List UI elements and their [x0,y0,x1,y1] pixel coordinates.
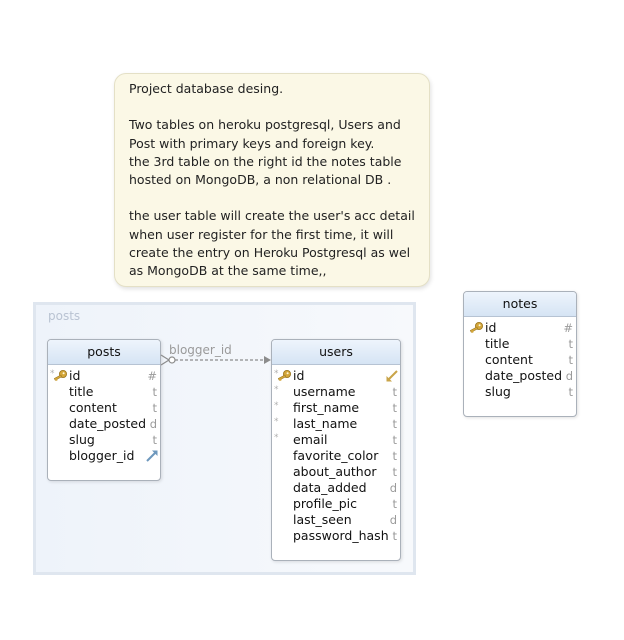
field-name: slug [485,384,511,399]
field-type: t [392,449,397,463]
field-row[interactable]: * username t [272,384,400,400]
note-line: Two tables on heroku postgresql, Users a… [129,117,401,133]
field-type: t [568,353,573,367]
field-row[interactable]: * id [272,368,400,384]
field-row[interactable]: content t [464,352,576,368]
note-line: hosted on MongoDB, a non relational DB . [129,172,392,187]
field-name: password_hash [293,528,389,543]
project-note: Project database desing. Two tables on he… [114,73,430,287]
field-type: t [392,529,397,543]
field-row[interactable]: slug t [48,432,160,448]
field-type: t [152,433,157,447]
required-marker: * [274,385,279,395]
field-type: t [392,417,397,431]
required-marker: * [274,369,279,379]
field-name: date_posted [69,416,147,431]
primary-key-icon [277,370,291,382]
field-type: d [565,369,573,383]
field-type: d [389,481,397,495]
required-marker: * [274,417,279,427]
field-name: id [485,320,497,335]
referenced-key-icon [386,370,398,382]
field-type: t [392,385,397,399]
field-name: id [69,368,81,383]
field-row[interactable]: * last_name t [272,416,400,432]
field-name: blogger_id [69,448,135,463]
field-type: # [147,369,157,383]
field-row[interactable]: profile_pic t [272,496,400,512]
primary-key-icon [469,322,483,334]
field-row[interactable]: * id # [48,368,160,384]
field-type: t [568,385,573,399]
field-type: t [392,465,397,479]
foreign-key-icon [146,450,158,462]
field-name: id [293,368,305,383]
field-type: t [152,401,157,415]
required-marker: * [274,401,279,411]
field-type: t [568,337,573,351]
field-name: title [69,384,94,399]
field-name: data_added [293,480,367,495]
table-posts-title: posts [48,340,160,365]
field-row[interactable]: title t [464,336,576,352]
field-name: email [293,432,328,447]
note-line: as MongoDB at the same time,, [129,263,327,278]
field-name: profile_pic [293,496,358,511]
note-line: when user register for the first time, i… [129,226,394,242]
field-row[interactable]: content t [48,400,160,416]
field-type: t [392,497,397,511]
field-row[interactable]: about_author t [272,464,400,480]
field-row[interactable]: title t [48,384,160,400]
table-notes-title: notes [464,292,576,317]
field-row[interactable]: id # [464,320,576,336]
field-row[interactable]: last_seen d [272,512,400,528]
field-name: favorite_color [293,448,379,463]
field-name: content [485,352,533,367]
note-line: the 3rd table on the right id the notes … [129,153,402,169]
required-marker: * [274,433,279,443]
field-name: content [69,400,117,415]
field-name: username [293,384,356,399]
field-row[interactable]: * first_name t [272,400,400,416]
note-line [129,189,415,207]
field-name: title [485,336,510,351]
group-label: posts [48,309,81,323]
field-row[interactable]: slug t [464,384,576,400]
field-row[interactable]: data_added d [272,480,400,496]
table-users-title: users [272,340,400,365]
field-row[interactable]: blogger_id [48,448,160,464]
field-name: first_name [293,400,360,415]
note-line [129,98,415,116]
note-line: Project database desing. [129,81,284,96]
required-marker: * [50,369,55,379]
field-type: d [149,417,157,431]
field-type: t [392,433,397,447]
field-name: slug [69,432,95,447]
field-name: date_posted [485,368,563,383]
primary-key-icon [53,370,67,382]
note-line: create the entry on Heroku Postgresql as… [129,244,411,260]
field-row[interactable]: * email t [272,432,400,448]
note-line: the user table will create the user's ac… [129,208,415,224]
field-type: # [563,321,573,335]
field-name: last_name [293,416,358,431]
field-type: t [392,401,397,415]
relationship-label: blogger_id [169,343,232,357]
field-row[interactable]: favorite_color t [272,448,400,464]
field-type: d [389,513,397,527]
note-line: Post with primary keys and foreign key. [129,135,375,151]
field-name: about_author [293,464,377,479]
field-type: t [152,385,157,399]
field-name: last_seen [293,512,352,527]
